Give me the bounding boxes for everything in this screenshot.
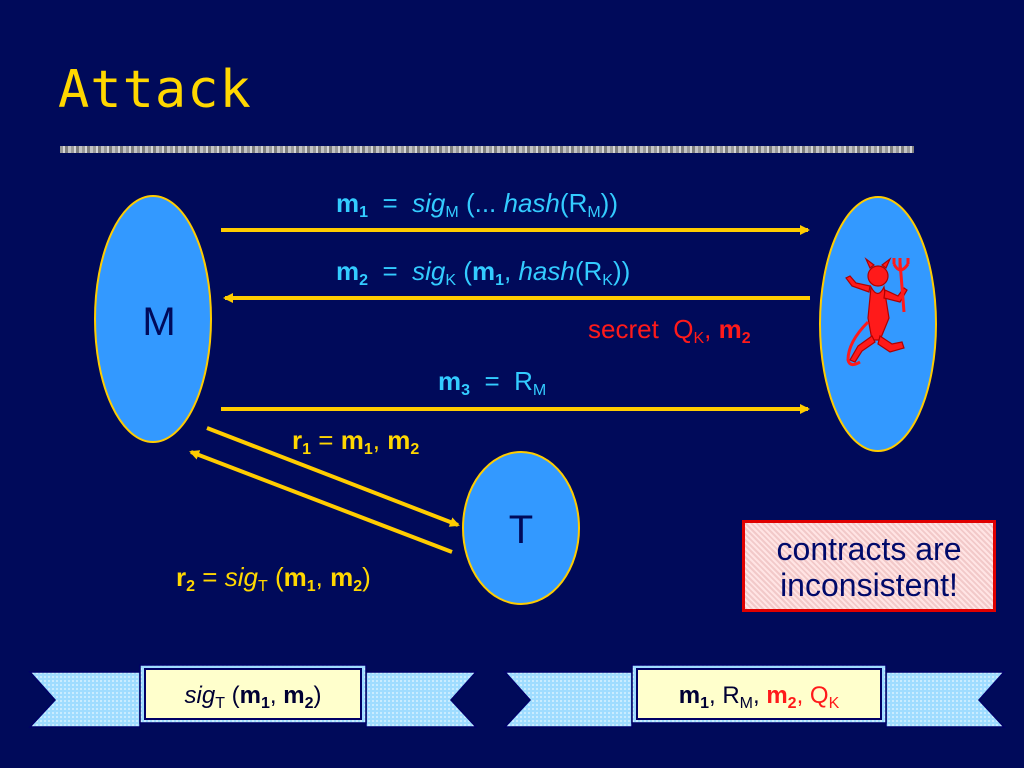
message-m1: m1 = sigM (... hash(RM)): [336, 188, 618, 228]
node-label-m: M: [100, 300, 218, 345]
arrow-r2: [191, 452, 452, 552]
message-m3: m3 = RM: [438, 366, 546, 406]
callout-line-1: contracts are: [745, 531, 993, 567]
attacker-secret: secret QK, m2: [588, 314, 751, 354]
banner-left-text: sigT (m1, m2): [144, 668, 362, 720]
banner-right-text: m1, RM, m2, QK: [636, 668, 882, 720]
inconsistency-callout: contracts are inconsistent!: [742, 520, 996, 612]
message-r1: r1 = m1, m2: [292, 425, 419, 465]
node-label-t: T: [462, 508, 580, 553]
callout-line-2: inconsistent!: [745, 567, 993, 603]
message-r2: r2 = sigT (m1, m2): [176, 562, 371, 602]
message-m2: m2 = sigK (m1, hash(RK)): [336, 256, 630, 296]
